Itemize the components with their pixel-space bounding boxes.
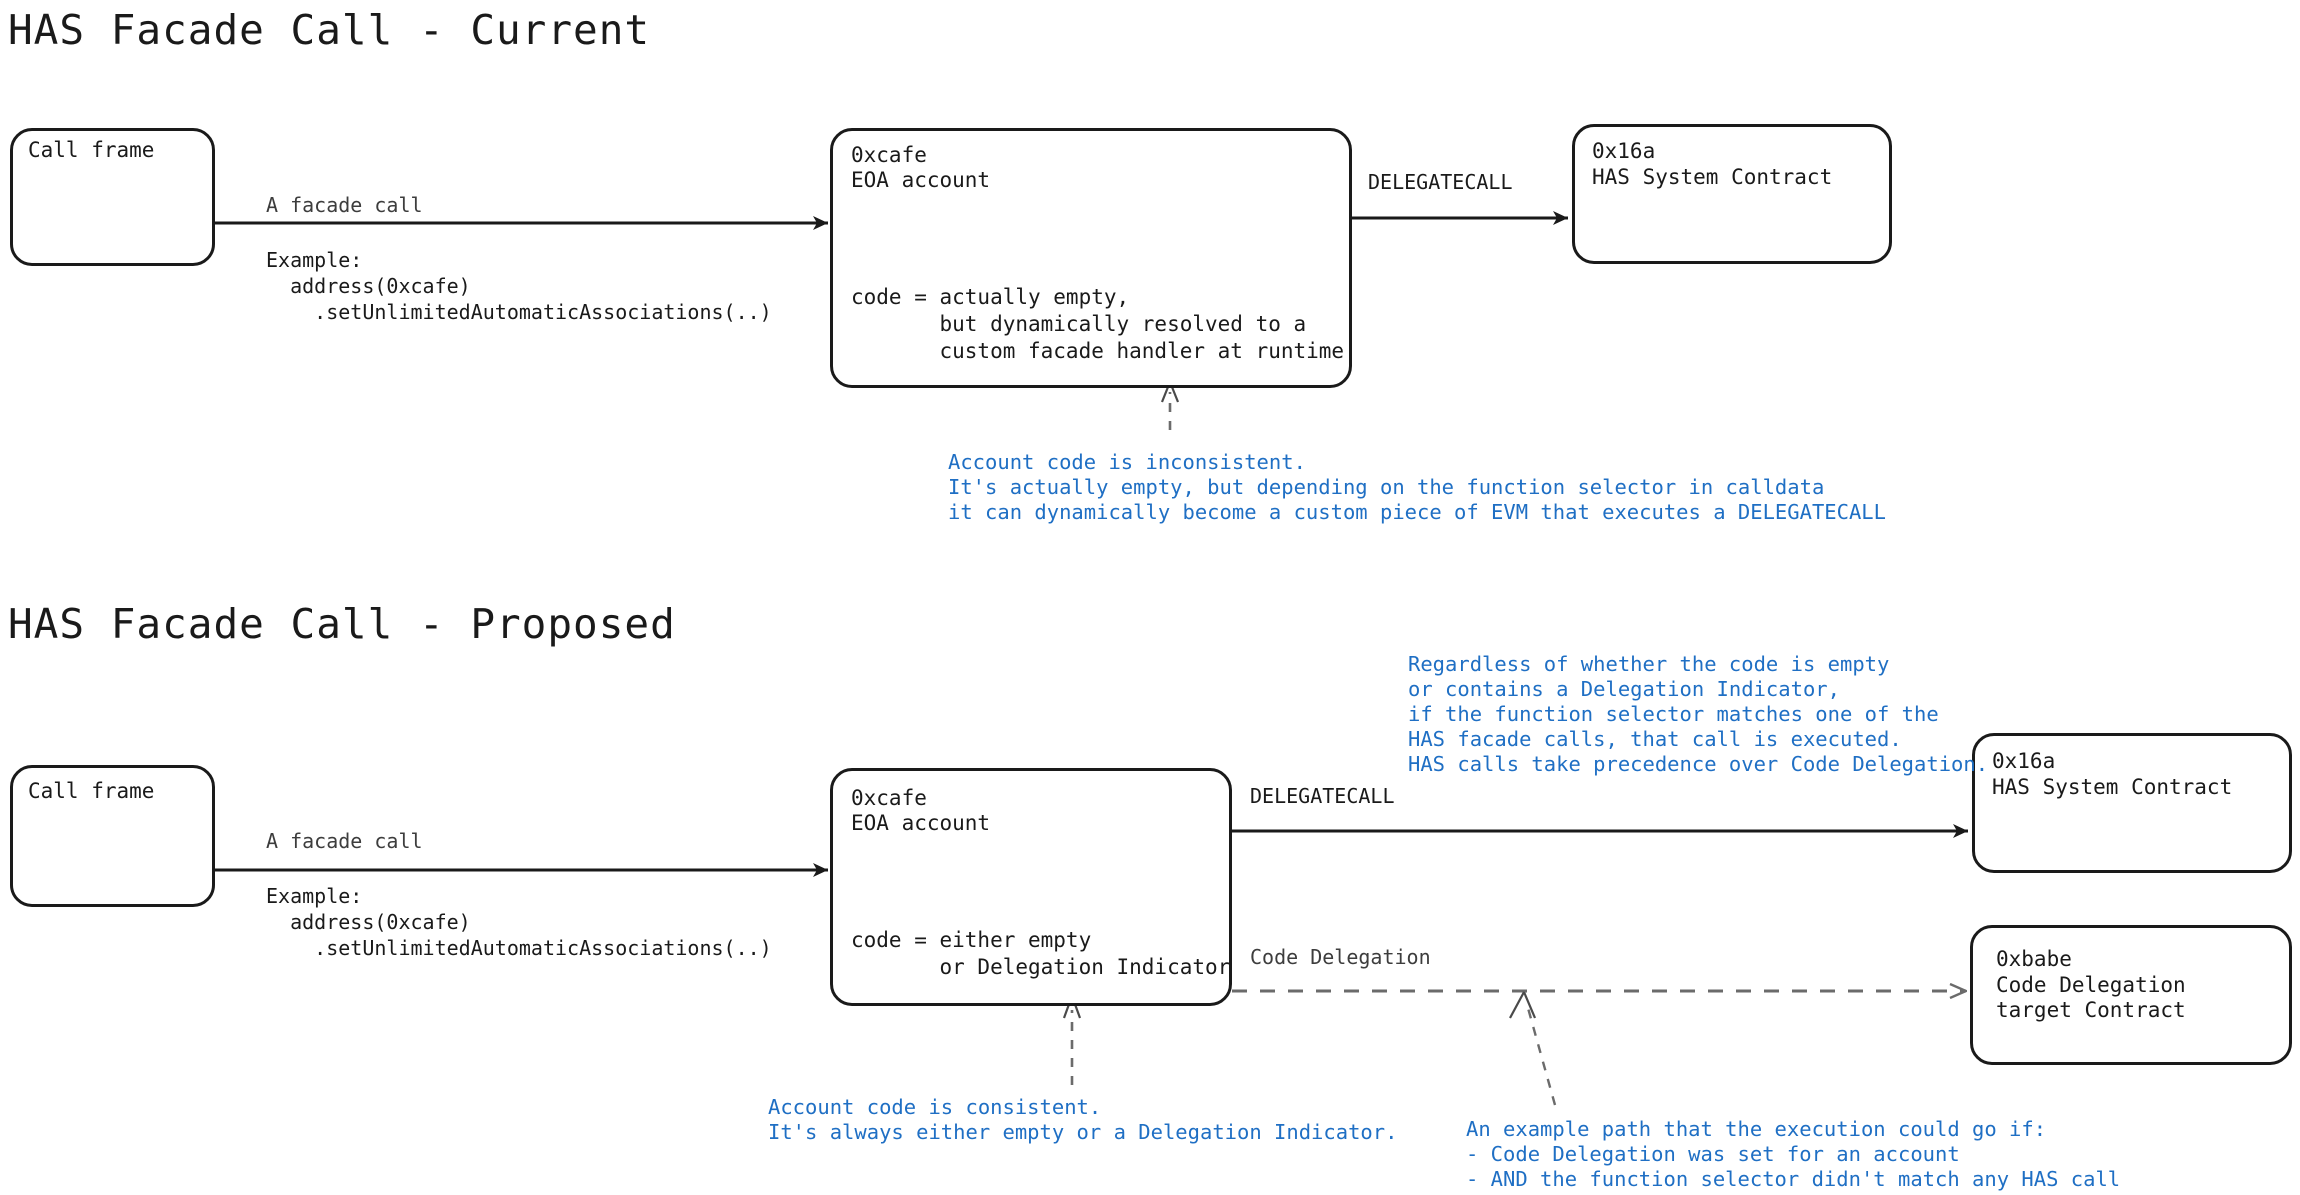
delegation-target-kind-line2: target Contract: [1996, 998, 2186, 1022]
call-frame-label-current: Call frame: [28, 138, 155, 162]
eoa-box-code-proposed: code = either empty or Delegation Indica…: [851, 928, 1231, 979]
has-system-contract-box-current[interactable]: [1572, 124, 1892, 264]
delegation-target-address: 0xbabe: [1996, 947, 2072, 971]
pointer-note-inconsistent: [1160, 381, 1180, 430]
call-frame-label-proposed: Call frame: [28, 779, 155, 803]
note-account-code-inconsistent: Account code is inconsistent. It's actua…: [948, 450, 1886, 524]
eoa-box-kind-current: EOA account: [851, 168, 991, 192]
diagram-current-title: HAS Facade Call - Current: [8, 6, 651, 54]
eoa-box-address-current: 0xcafe: [851, 143, 927, 167]
eoa-box-address-proposed: 0xcafe: [851, 786, 927, 810]
edge-label-facade-call-current: A facade call: [266, 193, 423, 217]
eoa-box-proposed[interactable]: [830, 768, 1232, 1006]
edge-label-facade-call-proposed: A facade call: [266, 829, 423, 853]
eoa-box-code-current: code = actually empty, but dynamically r…: [851, 285, 1345, 363]
note-has-precedence: Regardless of whether the code is empty …: [1408, 652, 1989, 776]
edge-example-facade-call-proposed: Example: address(0xcafe) .setUnlimitedAu…: [266, 884, 772, 960]
has-box-address-proposed: 0x16a: [1992, 749, 2056, 773]
note-account-code-consistent: Account code is consistent. It's always …: [768, 1095, 1398, 1144]
call-frame-box-proposed[interactable]: [10, 765, 215, 907]
edge-label-code-delegation: Code Delegation: [1250, 945, 1431, 969]
diagram-proposed-title: HAS Facade Call - Proposed: [8, 600, 676, 648]
pointer-note-example-path: [1509, 991, 1557, 1106]
has-box-kind-proposed: HAS System Contract: [1992, 775, 2233, 799]
delegation-target-kind-line1: Code Delegation: [1996, 973, 2186, 997]
code-delegation-target-box[interactable]: [1970, 925, 2292, 1065]
has-box-address-current: 0x16a: [1592, 139, 1656, 163]
edge-label-delegatecall-current: DELEGATECALL: [1368, 170, 1513, 194]
call-frame-box-current[interactable]: [10, 128, 215, 266]
edge-label-delegatecall-proposed: DELEGATECALL: [1250, 784, 1395, 808]
has-box-kind-current: HAS System Contract: [1592, 165, 1833, 189]
eoa-box-current[interactable]: [830, 128, 1352, 388]
eoa-box-kind-proposed: EOA account: [851, 811, 991, 835]
pointer-note-consistent: [1062, 995, 1082, 1085]
has-system-contract-box-proposed[interactable]: [1972, 733, 2292, 873]
note-example-execution-path: An example path that the execution could…: [1466, 1117, 2121, 1191]
edge-example-facade-call-current: Example: address(0xcafe) .setUnlimitedAu…: [266, 248, 772, 324]
